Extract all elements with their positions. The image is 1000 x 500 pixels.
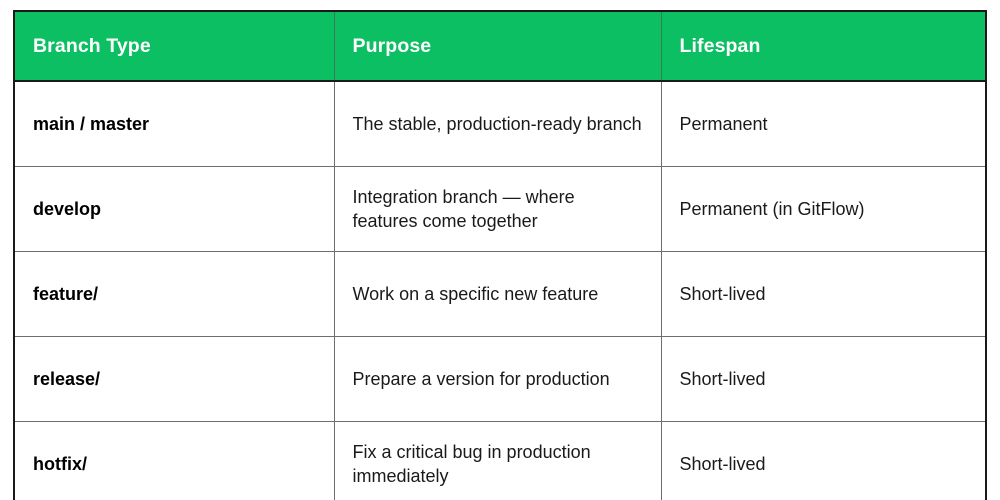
table-row: main / master The stable, production-rea… xyxy=(14,81,986,167)
cell-purpose: The stable, production-ready branch xyxy=(334,81,662,167)
cell-purpose: Integration branch — where features come… xyxy=(334,166,662,252)
cell-lifespan: Short-lived xyxy=(661,336,986,422)
table-row: feature/ Work on a specific new feature … xyxy=(14,251,986,337)
cell-lifespan: Short-lived xyxy=(661,421,986,500)
cell-purpose: Prepare a version for production xyxy=(334,336,662,422)
table-body: main / master The stable, production-rea… xyxy=(14,81,986,500)
column-header-purpose: Purpose xyxy=(334,11,662,82)
cell-purpose: Work on a specific new feature xyxy=(334,251,662,337)
column-header-branch-type: Branch Type xyxy=(14,11,335,82)
git-branch-types-table: Branch Type Purpose Lifespan main / mast… xyxy=(13,10,987,500)
cell-lifespan: Permanent xyxy=(661,81,986,167)
cell-branch-type: develop xyxy=(14,166,335,252)
cell-purpose: Fix a critical bug in production immedia… xyxy=(334,421,662,500)
cell-branch-type: release/ xyxy=(14,336,335,422)
branch-table-container: Branch Type Purpose Lifespan main / mast… xyxy=(13,10,987,500)
table-row: hotfix/ Fix a critical bug in production… xyxy=(14,421,986,500)
column-header-lifespan: Lifespan xyxy=(661,11,986,82)
table-row: release/ Prepare a version for productio… xyxy=(14,336,986,422)
table-header-row: Branch Type Purpose Lifespan xyxy=(14,11,986,82)
cell-branch-type: feature/ xyxy=(14,251,335,337)
cell-lifespan: Short-lived xyxy=(661,251,986,337)
cell-branch-type: hotfix/ xyxy=(14,421,335,500)
cell-lifespan: Permanent (in GitFlow) xyxy=(661,166,986,252)
cell-branch-type: main / master xyxy=(14,81,335,167)
table-header: Branch Type Purpose Lifespan xyxy=(14,11,986,82)
table-row: develop Integration branch — where featu… xyxy=(14,166,986,252)
